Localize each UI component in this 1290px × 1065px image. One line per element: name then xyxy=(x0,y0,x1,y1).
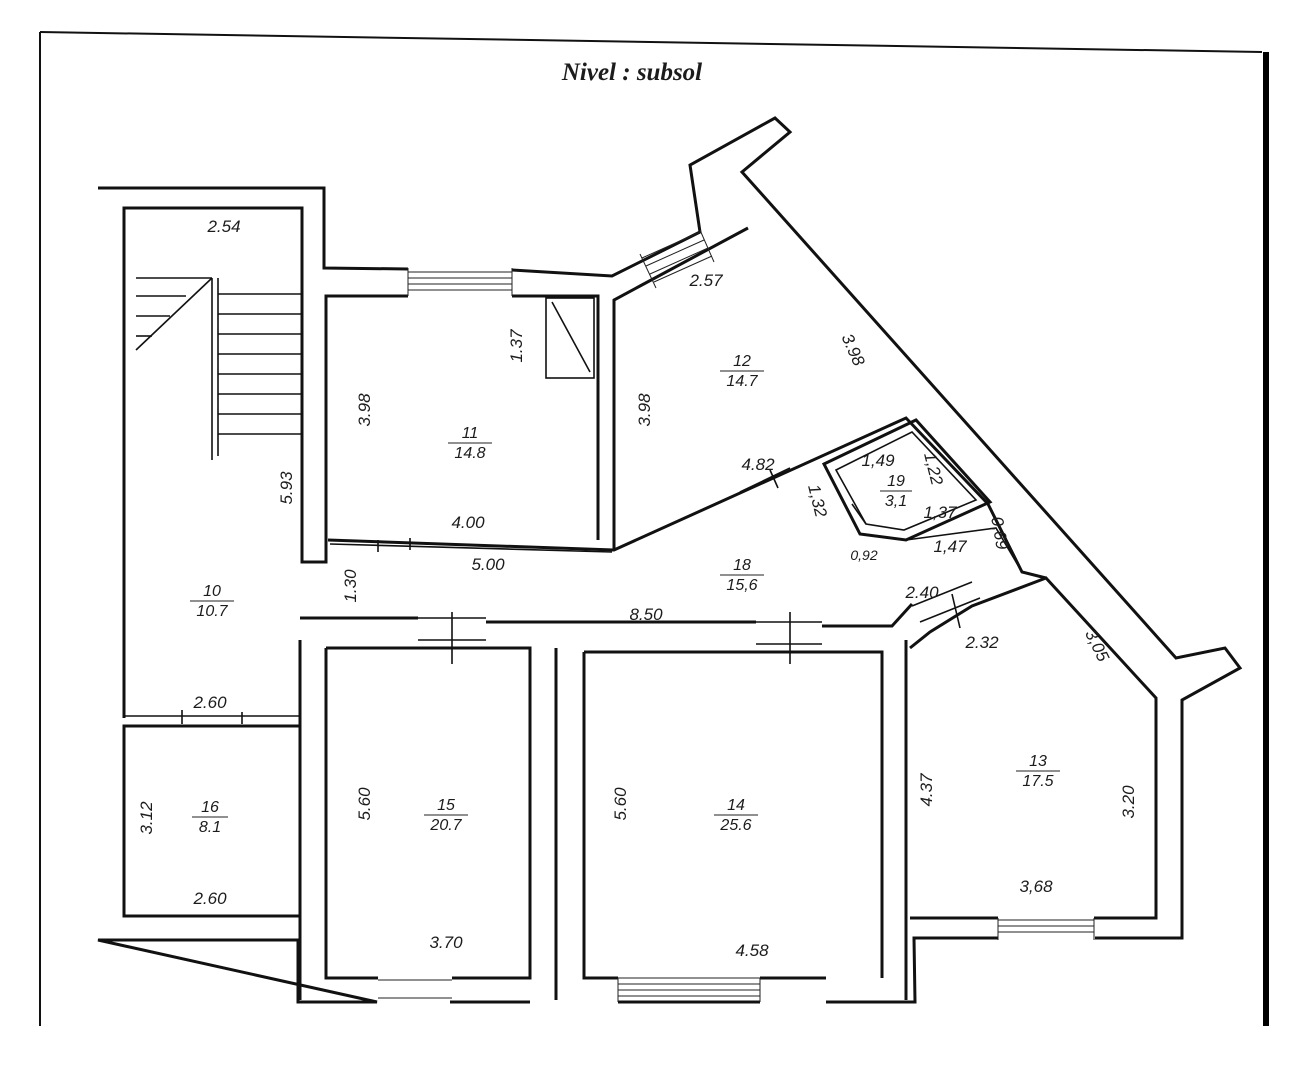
dim-lobby-width: 2.40 xyxy=(904,583,939,602)
dim-niche-width: 1,47 xyxy=(933,537,967,556)
room-area: 25.6 xyxy=(719,817,751,834)
room-number: 11 xyxy=(462,425,479,442)
room-area: 3,1 xyxy=(885,493,907,510)
dim-room19-corner: 0,92 xyxy=(850,547,877,563)
room19-inner-walls xyxy=(834,431,978,531)
dim-lobby-depth: 2.32 xyxy=(964,633,999,652)
dim-hall-top: 5.00 xyxy=(471,555,505,574)
window-room12 xyxy=(639,229,715,289)
room-number: 18 xyxy=(733,557,751,574)
room13-walls xyxy=(909,576,1158,920)
room-label-18: 18 15,6 xyxy=(720,557,764,594)
dim-room12-diagonal: 3.98 xyxy=(838,331,869,369)
room-number: 16 xyxy=(201,799,219,816)
dimension-labels: 2.54 5.93 1.30 2.60 3.12 2.60 1.37 3.98 … xyxy=(137,217,1138,960)
dim-room12-top: 2.57 xyxy=(688,271,723,290)
room-number: 15 xyxy=(437,797,455,814)
dim-room19-top: 1,49 xyxy=(861,451,895,470)
room-area: 10.7 xyxy=(196,603,228,620)
dim-room16-bottom: 2.60 xyxy=(192,889,227,908)
room19-walls xyxy=(821,418,993,542)
windows xyxy=(378,229,1095,1002)
door-room14 xyxy=(756,612,822,664)
dim-room13-left: 4.37 xyxy=(917,773,936,807)
room-area: 8.1 xyxy=(199,819,221,836)
stair-walls xyxy=(122,206,600,718)
room-label-19: 19 3,1 xyxy=(880,473,912,510)
window-room15 xyxy=(378,979,452,999)
closet-shaft xyxy=(545,297,595,379)
door-room11 xyxy=(329,538,613,553)
window-room14 xyxy=(617,977,761,1002)
room14-walls xyxy=(554,640,908,1000)
sheet-border xyxy=(39,31,1269,1026)
room-label-13: 13 17.5 xyxy=(1016,753,1060,790)
dim-room15-height: 5.60 xyxy=(355,787,374,821)
room-labels: 10 10.7 11 14.8 12 14.7 13 17.5 14 25.6 … xyxy=(190,353,1060,836)
room12-walls xyxy=(612,226,749,550)
room-area: 14.8 xyxy=(454,445,485,462)
door-room12 xyxy=(739,467,791,493)
door-room15 xyxy=(418,612,486,664)
closet-diagonal xyxy=(551,301,591,373)
closet-box xyxy=(545,297,595,379)
dim-corridor-gap: 1.30 xyxy=(341,569,360,603)
room-number: 10 xyxy=(203,583,221,600)
room-area: 14.7 xyxy=(726,373,758,390)
plan-title: Nivel : subsol xyxy=(561,59,702,86)
dim-room12-height: 3.98 xyxy=(635,393,654,427)
room15-walls xyxy=(298,640,532,1000)
room-area: 17.5 xyxy=(1022,773,1053,790)
dim-niche-height: 0,69 xyxy=(987,515,1012,551)
window-room11 xyxy=(407,268,513,296)
room-label-10: 10 10.7 xyxy=(190,583,234,620)
room-label-14: 14 25.6 xyxy=(714,797,758,834)
dim-room15-bottom: 3.70 xyxy=(429,933,463,952)
room-area: 15,6 xyxy=(726,577,757,594)
dim-room19-left: 1,32 xyxy=(804,482,831,519)
room-label-11: 11 14.8 xyxy=(448,425,492,462)
dim-room14-bottom: 4.58 xyxy=(735,941,769,960)
dim-room13-right: 3.20 xyxy=(1119,785,1138,819)
dim-room13-bottom: 3,68 xyxy=(1019,877,1053,896)
walls xyxy=(97,116,1243,1004)
room-area: 20.7 xyxy=(429,817,462,834)
room-number: 12 xyxy=(733,353,751,370)
stairs xyxy=(135,277,302,460)
dim-stair-top: 2.54 xyxy=(206,217,240,236)
outer-walls xyxy=(97,116,1243,1004)
room-label-16: 16 8.1 xyxy=(192,799,228,836)
dim-room12-bottom: 4.82 xyxy=(741,455,775,474)
dim-room14-height: 5.60 xyxy=(611,787,630,821)
dim-stair-height: 5.93 xyxy=(277,471,296,505)
dim-corridor-length: 8.50 xyxy=(629,605,663,624)
room-label-15: 15 20.7 xyxy=(424,797,468,834)
hall-north-wall xyxy=(327,416,1047,580)
door-room16 xyxy=(124,710,300,724)
sheet-border-top xyxy=(39,31,1263,53)
room-number: 14 xyxy=(727,797,745,814)
door-room13 xyxy=(911,581,981,629)
stair-landing-diagonal xyxy=(135,277,213,351)
niche-walls xyxy=(905,527,1023,573)
dim-room13-diagonal: 3,05 xyxy=(1081,627,1113,666)
window-room13 xyxy=(997,918,1095,940)
dim-room16-height: 3.12 xyxy=(137,801,156,835)
door-room19 xyxy=(851,503,867,525)
dim-room19-bottom: 1,37 xyxy=(923,503,957,522)
dim-room11-height: 3.98 xyxy=(355,393,374,427)
dim-room10-bottom: 2.60 xyxy=(192,693,227,712)
corridor-south-wall xyxy=(300,602,914,628)
room16-walls xyxy=(122,724,302,918)
dim-room11-closet: 1.37 xyxy=(507,329,526,363)
doors xyxy=(124,467,981,724)
room-number: 13 xyxy=(1029,753,1047,770)
room-number: 19 xyxy=(887,473,905,490)
room-label-12: 12 14.7 xyxy=(720,353,764,390)
dim-room11-width: 4.00 xyxy=(451,513,485,532)
